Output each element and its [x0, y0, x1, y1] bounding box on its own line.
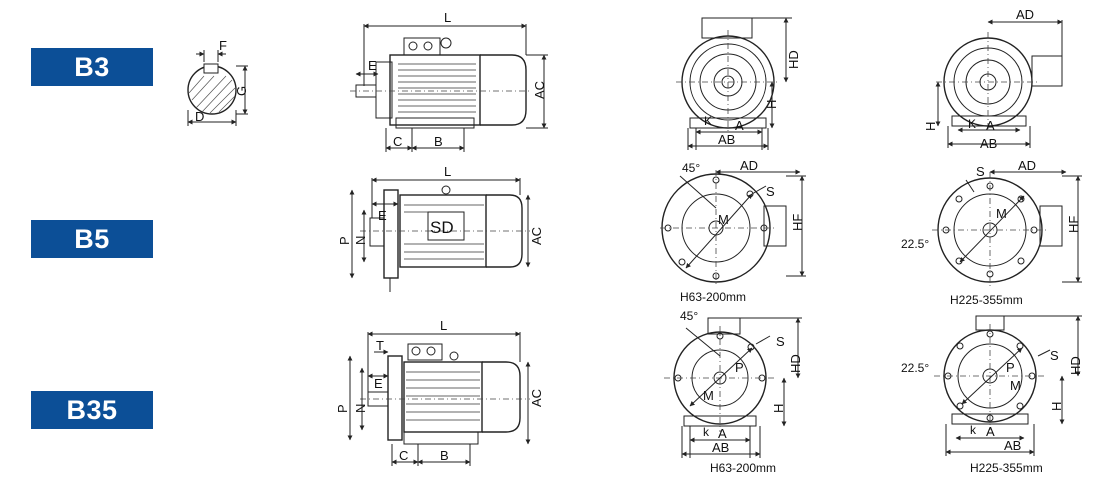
dim-label-hd: HD [786, 50, 801, 69]
dim-label-c: C [393, 134, 402, 149]
dim-label-ac-b5: AC [529, 227, 544, 245]
b5-flange-view-small [660, 169, 806, 286]
dim-label-c-b35: C [399, 448, 408, 463]
dim-label-k-b35: k [703, 425, 710, 439]
dim-label-e-b35: E [374, 376, 383, 391]
dim-label-ac: AC [532, 81, 547, 99]
dim-label-b: B [434, 134, 443, 149]
dim-label-t-b35: T [376, 338, 384, 353]
dim-label-n-b35: N [353, 404, 368, 413]
dim-label-ab-large: AB [980, 136, 997, 151]
dim-label-f: F [219, 38, 227, 53]
dim-label-hd-b35: HD [788, 354, 803, 373]
dim-label-m-b35-large: M [1010, 378, 1021, 393]
dim-label-hf-b5: HF [790, 214, 805, 231]
dim-label-m-b35: M [703, 388, 714, 403]
b3-front-view-small [676, 17, 792, 150]
dim-label-s-b5-large: S [976, 164, 985, 179]
b35-front-view-small [664, 317, 802, 458]
badge-b3: B3 [31, 48, 153, 86]
dim-label-n-b5: N [353, 236, 368, 245]
dim-label-g: G [234, 86, 249, 96]
angle-label-225-b5: 22.5° [901, 237, 929, 251]
dim-label-l-b35: L [440, 318, 447, 333]
b3-side-view [350, 23, 548, 152]
sd-label: SD [430, 218, 454, 237]
b3-front-view-large [935, 19, 1063, 148]
badge-b5: B5 [31, 220, 153, 258]
dim-label-p-b35: P [335, 404, 350, 413]
caption-b35-small: H63-200mm [710, 461, 776, 475]
dim-label-k: K [704, 114, 712, 128]
dim-label-l-b5: L [444, 164, 451, 179]
dim-label-p-b35-large: P [1006, 360, 1015, 375]
dim-label-e-b5: E [378, 208, 387, 223]
b5-side-view [349, 177, 531, 292]
dim-label-a-b35: A [718, 426, 727, 441]
dim-label-h: H [764, 100, 779, 109]
dim-label-ad: AD [1016, 7, 1034, 22]
dim-label-l: L [444, 10, 451, 25]
dim-label-a: A [735, 118, 744, 133]
dim-label-h-large: H [923, 122, 938, 131]
dim-label-k-large: K [968, 117, 976, 131]
dim-label-m-b5-large: M [996, 206, 1007, 221]
dim-label-ac-b35: AC [529, 389, 544, 407]
dim-label-p-b5: P [337, 236, 352, 245]
dim-label-d: D [195, 109, 204, 124]
dim-label-ab: AB [718, 132, 735, 147]
dim-label-p-b35-front: P [735, 360, 744, 375]
dim-label-k-b35-large: k [970, 423, 977, 437]
angle-label-45-b35: 45° [680, 309, 698, 323]
angle-label-225-b35: 22.5° [901, 361, 929, 375]
caption-b35-large: H225-355mm [970, 461, 1043, 475]
dim-label-hf-b5-large: HF [1066, 216, 1081, 233]
dim-label-s-b5: S [766, 184, 775, 199]
dim-label-ab-b35-large: AB [1004, 438, 1021, 453]
dim-label-ad-b5-large: AD [1018, 158, 1036, 173]
dim-label-m-b5: M [718, 212, 729, 227]
caption-b5-small: H63-200mm [680, 290, 746, 304]
badge-b35: B35 [31, 391, 153, 429]
dim-label-a-large: A [986, 118, 995, 133]
dim-label-h-b35-large: H [1049, 402, 1064, 411]
b5-flange-view-large [932, 169, 1082, 288]
dim-label-s-b35-large: S [1050, 348, 1059, 363]
dim-label-ad-b5: AD [740, 158, 758, 173]
b35-front-view-large [934, 315, 1082, 456]
dim-label-a-b35-large: A [986, 424, 995, 439]
shaft-section-drawing [187, 50, 248, 126]
dim-label-s-b35: S [776, 334, 785, 349]
caption-b5-large: H225-355mm [950, 293, 1023, 307]
dim-label-e: E [368, 58, 377, 73]
dim-label-h-b35: H [771, 404, 786, 413]
dim-label-b-b35: B [440, 448, 449, 463]
b35-side-view [347, 331, 531, 466]
dim-label-ab-b35: AB [712, 440, 729, 455]
angle-label-45-b5: 45° [682, 161, 700, 175]
dim-label-hd-b35-large: HD [1068, 356, 1083, 375]
